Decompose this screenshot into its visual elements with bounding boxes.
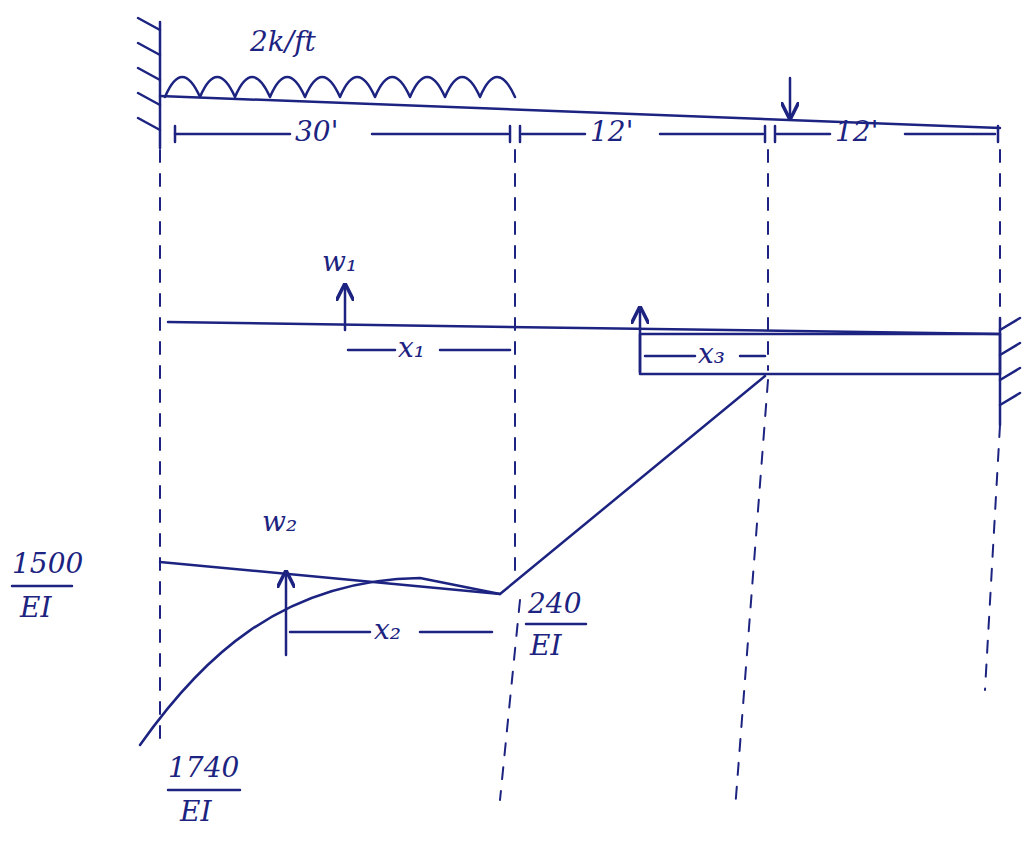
moment-value: EI [530, 632, 562, 660]
lever-arm-label: x₃ [698, 340, 725, 368]
fixed-support [1000, 318, 1020, 425]
moment-value: EI [180, 798, 212, 826]
fraction-bar [526, 623, 586, 626]
load-resultant [344, 285, 347, 330]
distributed-load [165, 77, 515, 97]
moment-value: EI [20, 594, 52, 622]
lever-arm [420, 631, 492, 634]
moment-curve [140, 578, 500, 745]
dimension-label: 12' [590, 118, 633, 146]
moment-diagram [160, 376, 765, 594]
fixed-support [138, 18, 160, 148]
load-resultant [285, 572, 288, 655]
load-block [640, 334, 1000, 374]
fraction-bar [12, 585, 72, 588]
load-resultant [639, 308, 642, 372]
lever-arm-label: x₂ [374, 616, 401, 644]
projection-lines [160, 150, 1000, 810]
lever-arm [740, 355, 765, 358]
lever-arm [348, 349, 395, 352]
lever-arm-label: x₁ [398, 334, 425, 362]
moment-value: 1500 [12, 550, 83, 578]
load-label: w₂ [262, 508, 297, 536]
moment-value: 240 [528, 590, 581, 618]
load-label: w₁ [322, 248, 357, 276]
point-load [789, 78, 792, 118]
fraction-bar [168, 789, 240, 792]
dimension-label: 12' [835, 118, 878, 146]
moment-value: 1740 [168, 754, 239, 782]
lever-arm [645, 355, 695, 358]
dimension-label: 30' [295, 118, 338, 146]
lever-arm [290, 631, 370, 634]
load-label: 2k/ft [250, 28, 316, 56]
conjugate-beam [168, 322, 1000, 334]
lever-arm [440, 349, 510, 352]
